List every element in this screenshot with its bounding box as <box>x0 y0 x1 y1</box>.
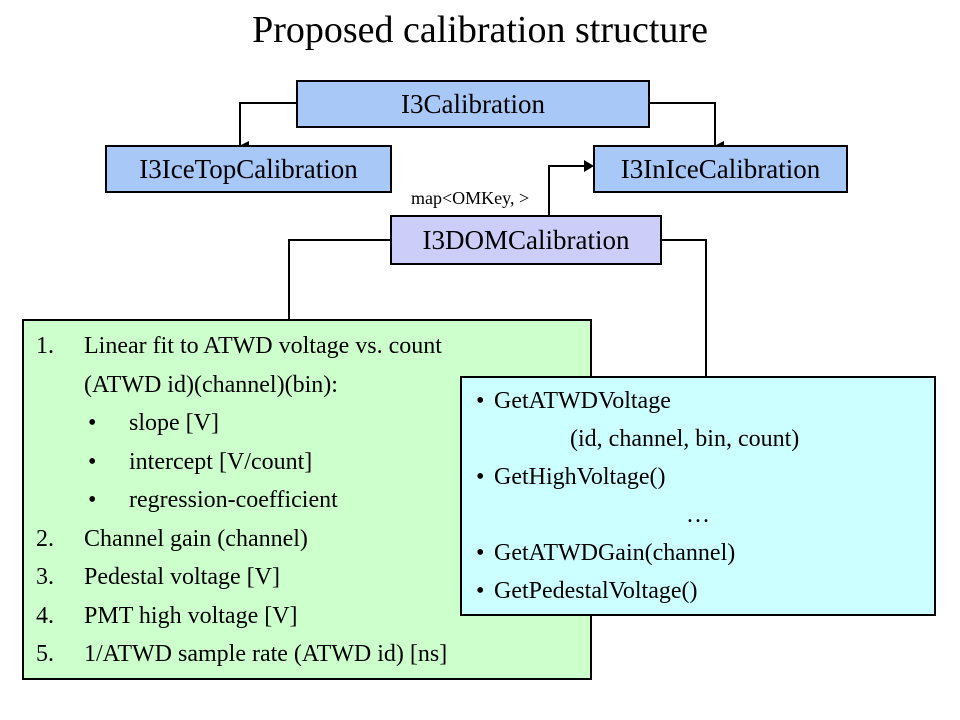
list-marker: 5. <box>36 641 54 667</box>
arrow-dom-to-inice <box>548 165 586 215</box>
calibration-methods-list: • GetATWDVoltage (id, channel, bin, coun… <box>460 376 936 616</box>
method-item: • GetPedestalVoltage() <box>462 578 934 616</box>
method-text: GetATWDGain(channel) <box>494 540 736 566</box>
node-i3icetopcalibration-label: I3IceTopCalibration <box>139 153 358 184</box>
node-i3calibration-label: I3Calibration <box>401 88 545 119</box>
bullet-icon: • <box>476 540 485 566</box>
method-text: GetATWDVoltage <box>494 388 671 414</box>
bullet-icon: • <box>476 388 485 414</box>
page-title: Proposed calibration structure <box>252 9 708 51</box>
list-item: 4. PMT high voltage [V] <box>24 603 590 642</box>
map-label: map<OMKey, > <box>411 188 530 208</box>
list-item: • slope [V] <box>24 410 590 449</box>
bullet-icon: • <box>88 410 97 436</box>
list-text: PMT high voltage [V] <box>84 602 298 629</box>
list-text: Pedestal voltage [V] <box>84 564 280 590</box>
list-text: (ATWD id)(channel)(bin): <box>84 371 338 398</box>
list-text: intercept [V/count] <box>129 448 313 475</box>
method-text: GetHighVoltage() <box>494 464 666 490</box>
list-item: 2. Channel gain (channel) <box>24 526 590 565</box>
arrow-calibration-to-inice <box>649 102 724 151</box>
method-text: GetPedestalVoltage() <box>494 578 698 604</box>
list-marker: 4. <box>36 602 54 629</box>
arrow-dom-to-inice-head <box>584 160 594 172</box>
method-item: • GetATWDVoltage <box>462 388 934 426</box>
list-item: (ATWD id)(channel)(bin): <box>24 372 590 411</box>
bullet-icon: • <box>88 448 97 475</box>
list-text: Channel gain (channel) <box>84 525 308 552</box>
method-text: (id, channel, bin, count) <box>570 426 800 452</box>
method-item: • GetATWDGain(channel) <box>462 540 934 578</box>
list-item: • regression-coefficient <box>24 487 590 526</box>
line-dom-to-methods <box>661 239 707 377</box>
list-marker: 2. <box>36 525 54 552</box>
ellipsis-text: … <box>686 502 710 528</box>
bullet-icon: • <box>476 578 485 604</box>
list-item: • intercept [V/count] <box>24 449 590 488</box>
list-marker: 1. <box>36 333 54 359</box>
method-item: • GetHighVoltage() <box>462 464 934 502</box>
method-item: (id, channel, bin, count) <box>462 426 934 464</box>
list-item: 1. Linear fit to ATWD voltage vs. count <box>24 333 590 372</box>
node-i3icetopcalibration: I3IceTopCalibration <box>105 145 392 193</box>
node-i3inicecalibration: I3InIceCalibration <box>593 145 848 193</box>
arrow-calibration-to-icetop <box>239 102 297 151</box>
node-i3domcalibration: I3DOMCalibration <box>390 215 662 265</box>
list-text: slope [V] <box>129 410 219 436</box>
list-item: 3. Pedestal voltage [V] <box>24 564 590 603</box>
list-item: 5. 1/ATWD sample rate (ATWD id) [ns] <box>24 641 590 680</box>
bullet-icon: • <box>476 464 485 490</box>
list-marker: 3. <box>36 564 54 590</box>
list-text: regression-coefficient <box>129 487 338 513</box>
list-text: 1/ATWD sample rate (ATWD id) [ns] <box>84 641 448 667</box>
node-i3inicecalibration-label: I3InIceCalibration <box>620 153 821 184</box>
method-item: … <box>462 502 934 540</box>
bullet-icon: • <box>88 487 97 513</box>
node-i3domcalibration-label: I3DOMCalibration <box>422 224 630 255</box>
list-text: Linear fit to ATWD voltage vs. count <box>84 333 442 359</box>
node-i3calibration: I3Calibration <box>296 80 650 128</box>
line-dom-to-data <box>288 239 391 320</box>
